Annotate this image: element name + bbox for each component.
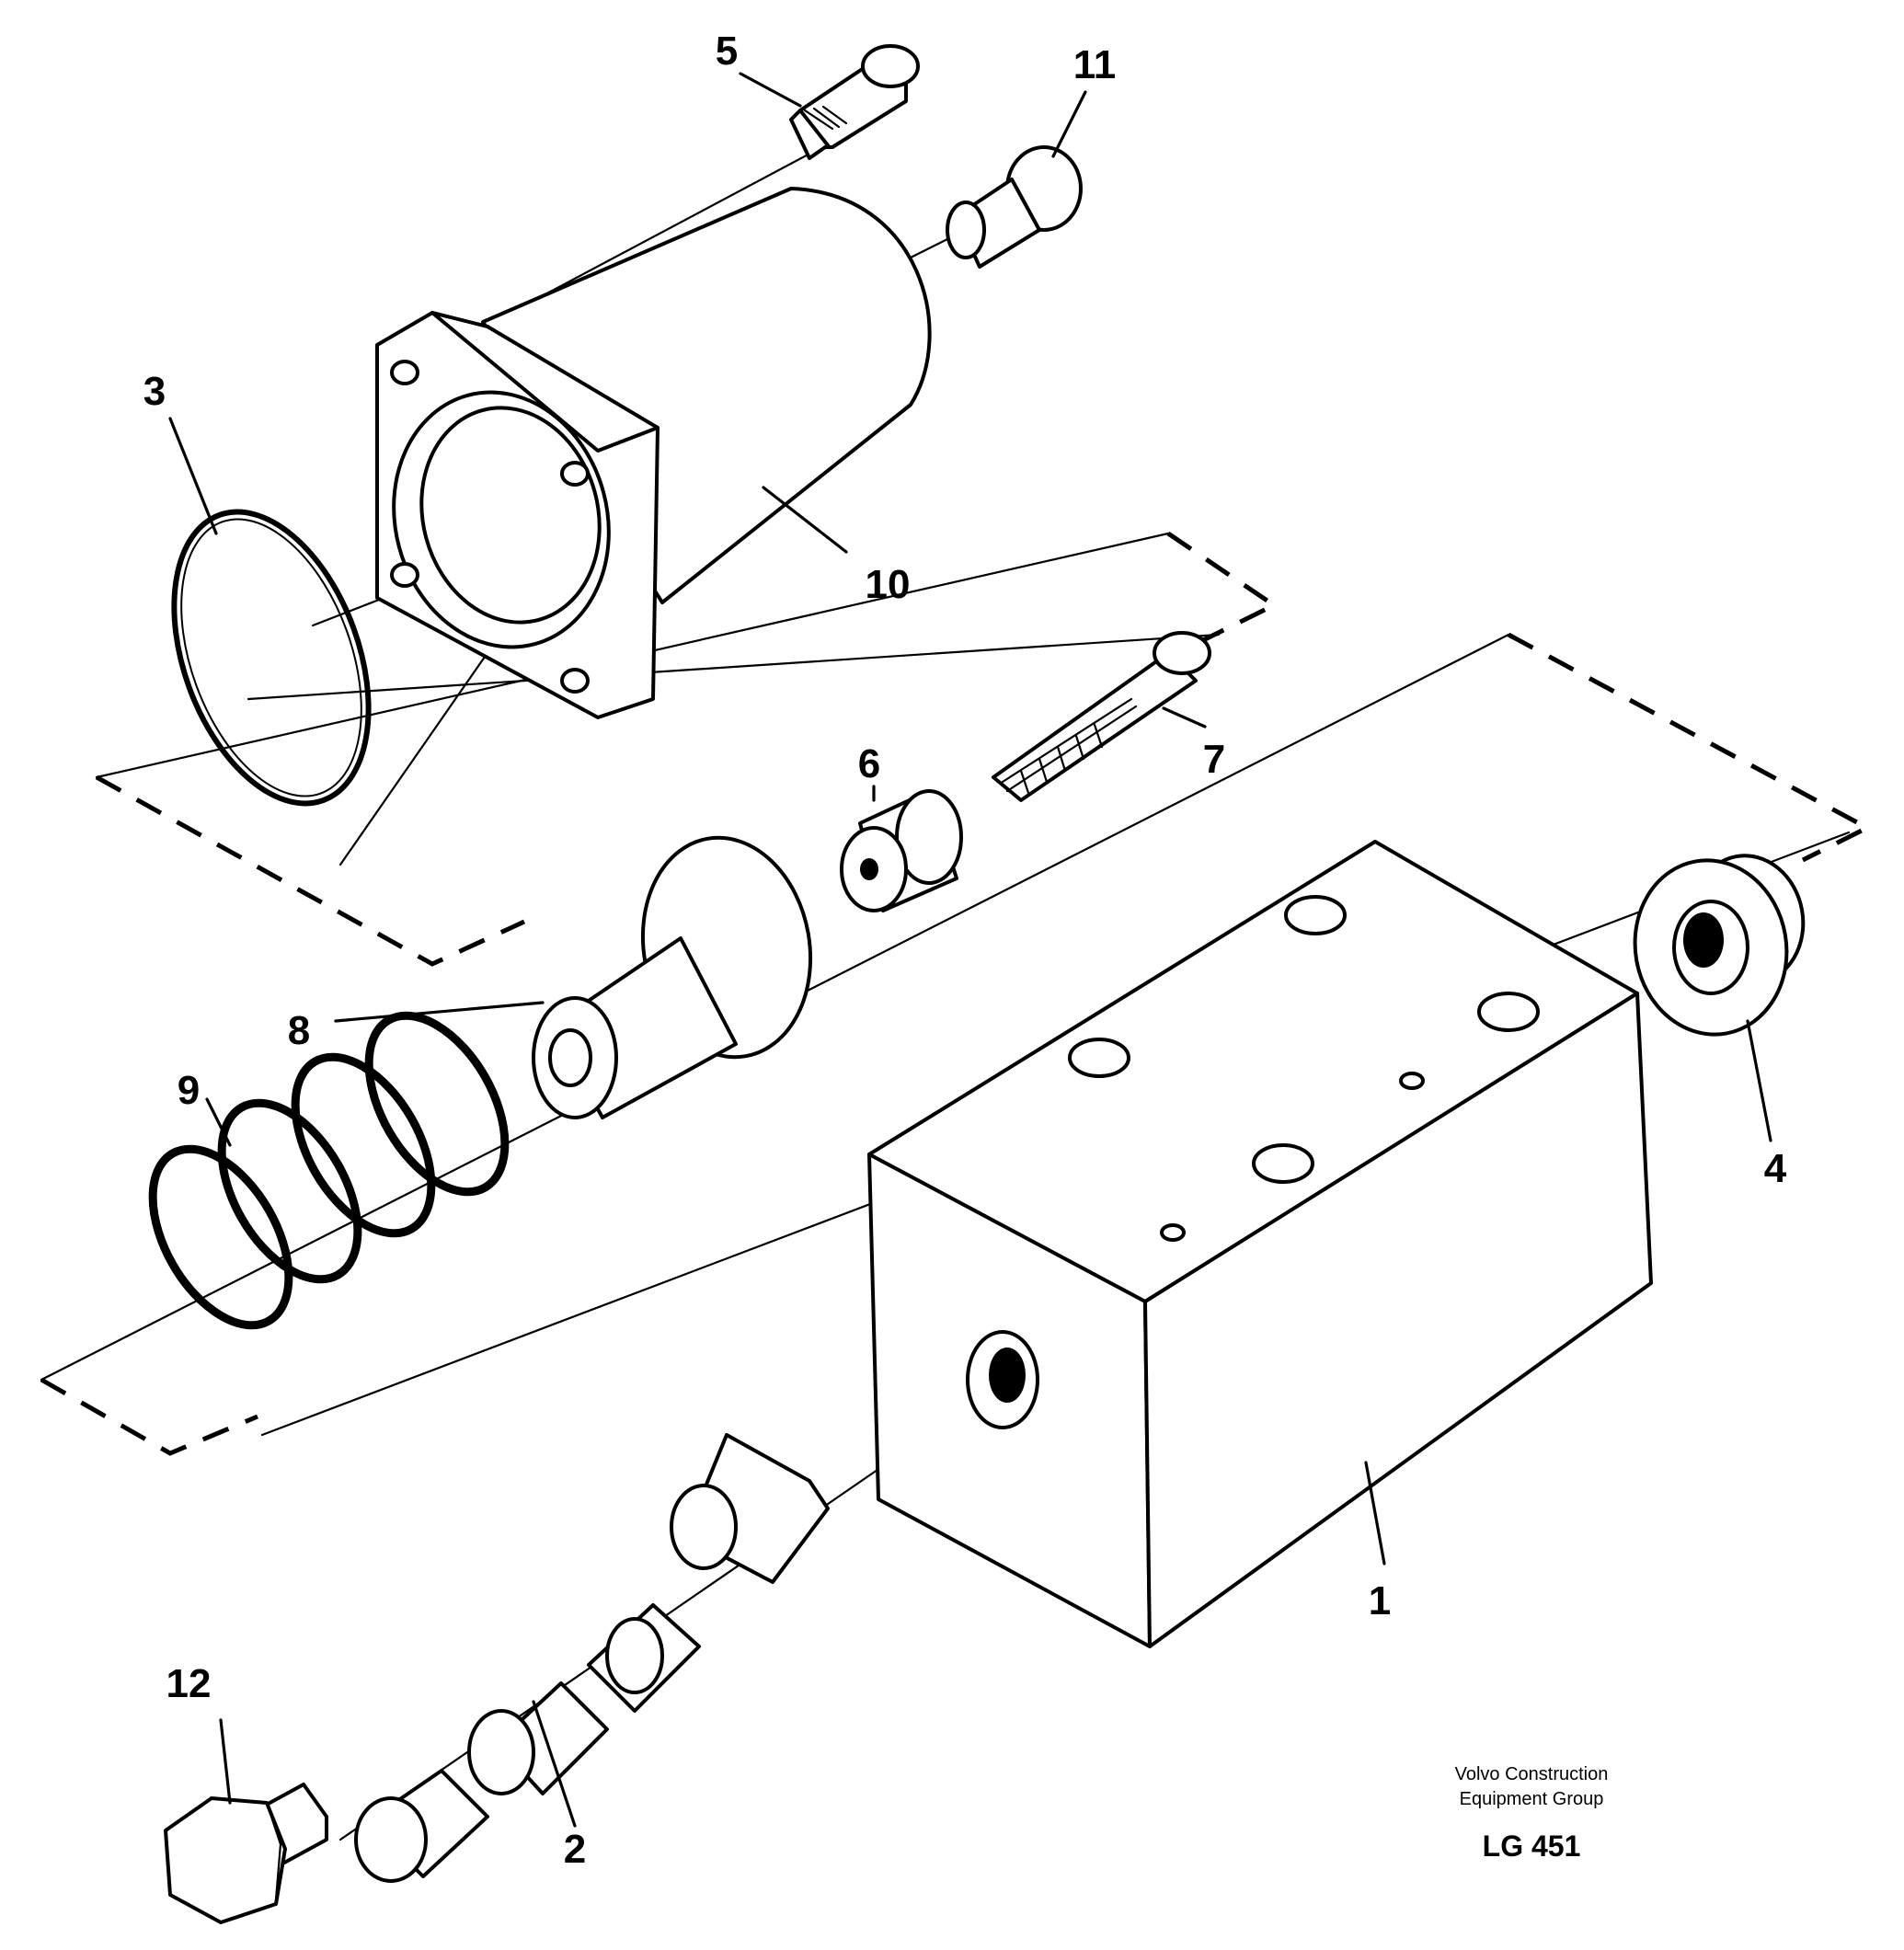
callout-5: 5 [716,29,738,74]
solenoid-housing [375,187,932,719]
valve-body-block [867,840,1653,1648]
leader-2 [532,1700,577,1828]
o-ring [171,509,372,807]
leader-1 [1364,1461,1386,1566]
leader-10 [205,1097,232,1147]
leader-12 [219,1718,232,1805]
socket-head-screw-long [992,631,1211,802]
callout-labels: 1 2 3 4 5 6 7 8 9 10 11 12 [143,29,1787,1872]
leader-3 [168,417,218,535]
callout-6: 6 [858,741,880,786]
dashed-group-lower [40,632,1873,1456]
leader-lines [168,72,1772,1828]
callout-7: 7 [1203,737,1225,782]
threaded-plug-small [946,145,1083,269]
socket-head-screw-small [789,44,920,160]
end-plug-with-washer [1633,854,1806,1037]
leader-11 [762,486,848,554]
publisher-line-2: Equipment Group [1460,1789,1604,1809]
callout-4: 4 [1764,1146,1787,1191]
leader-8 [1162,706,1207,728]
callout-12: 12 [166,1661,212,1706]
spool [354,1433,830,1883]
callout-8: 8 [288,1008,310,1053]
callout-10: 10 [866,562,911,607]
publisher-line-1: Volvo Construction [1455,1764,1609,1784]
coil-spring [148,1011,510,1330]
bushing [840,789,963,912]
drawing-code: LG 451 [1483,1830,1581,1863]
dashed-group-upper [95,531,1279,967]
hex-plug [164,1783,328,1924]
callout-11: 11 [1073,42,1117,87]
callout-9: 9 [178,1068,200,1113]
leader-6 [1051,90,1087,158]
callout-3: 3 [143,369,166,414]
leader-9 [334,1001,545,1023]
leader-4 [1746,1019,1772,1142]
leader-5 [739,72,802,108]
piston-flange [532,835,813,1119]
callout-2: 2 [564,1827,586,1872]
publisher-footer: Volvo Construction Equipment Group LG 45… [1455,1764,1609,1863]
callout-1: 1 [1369,1578,1391,1623]
